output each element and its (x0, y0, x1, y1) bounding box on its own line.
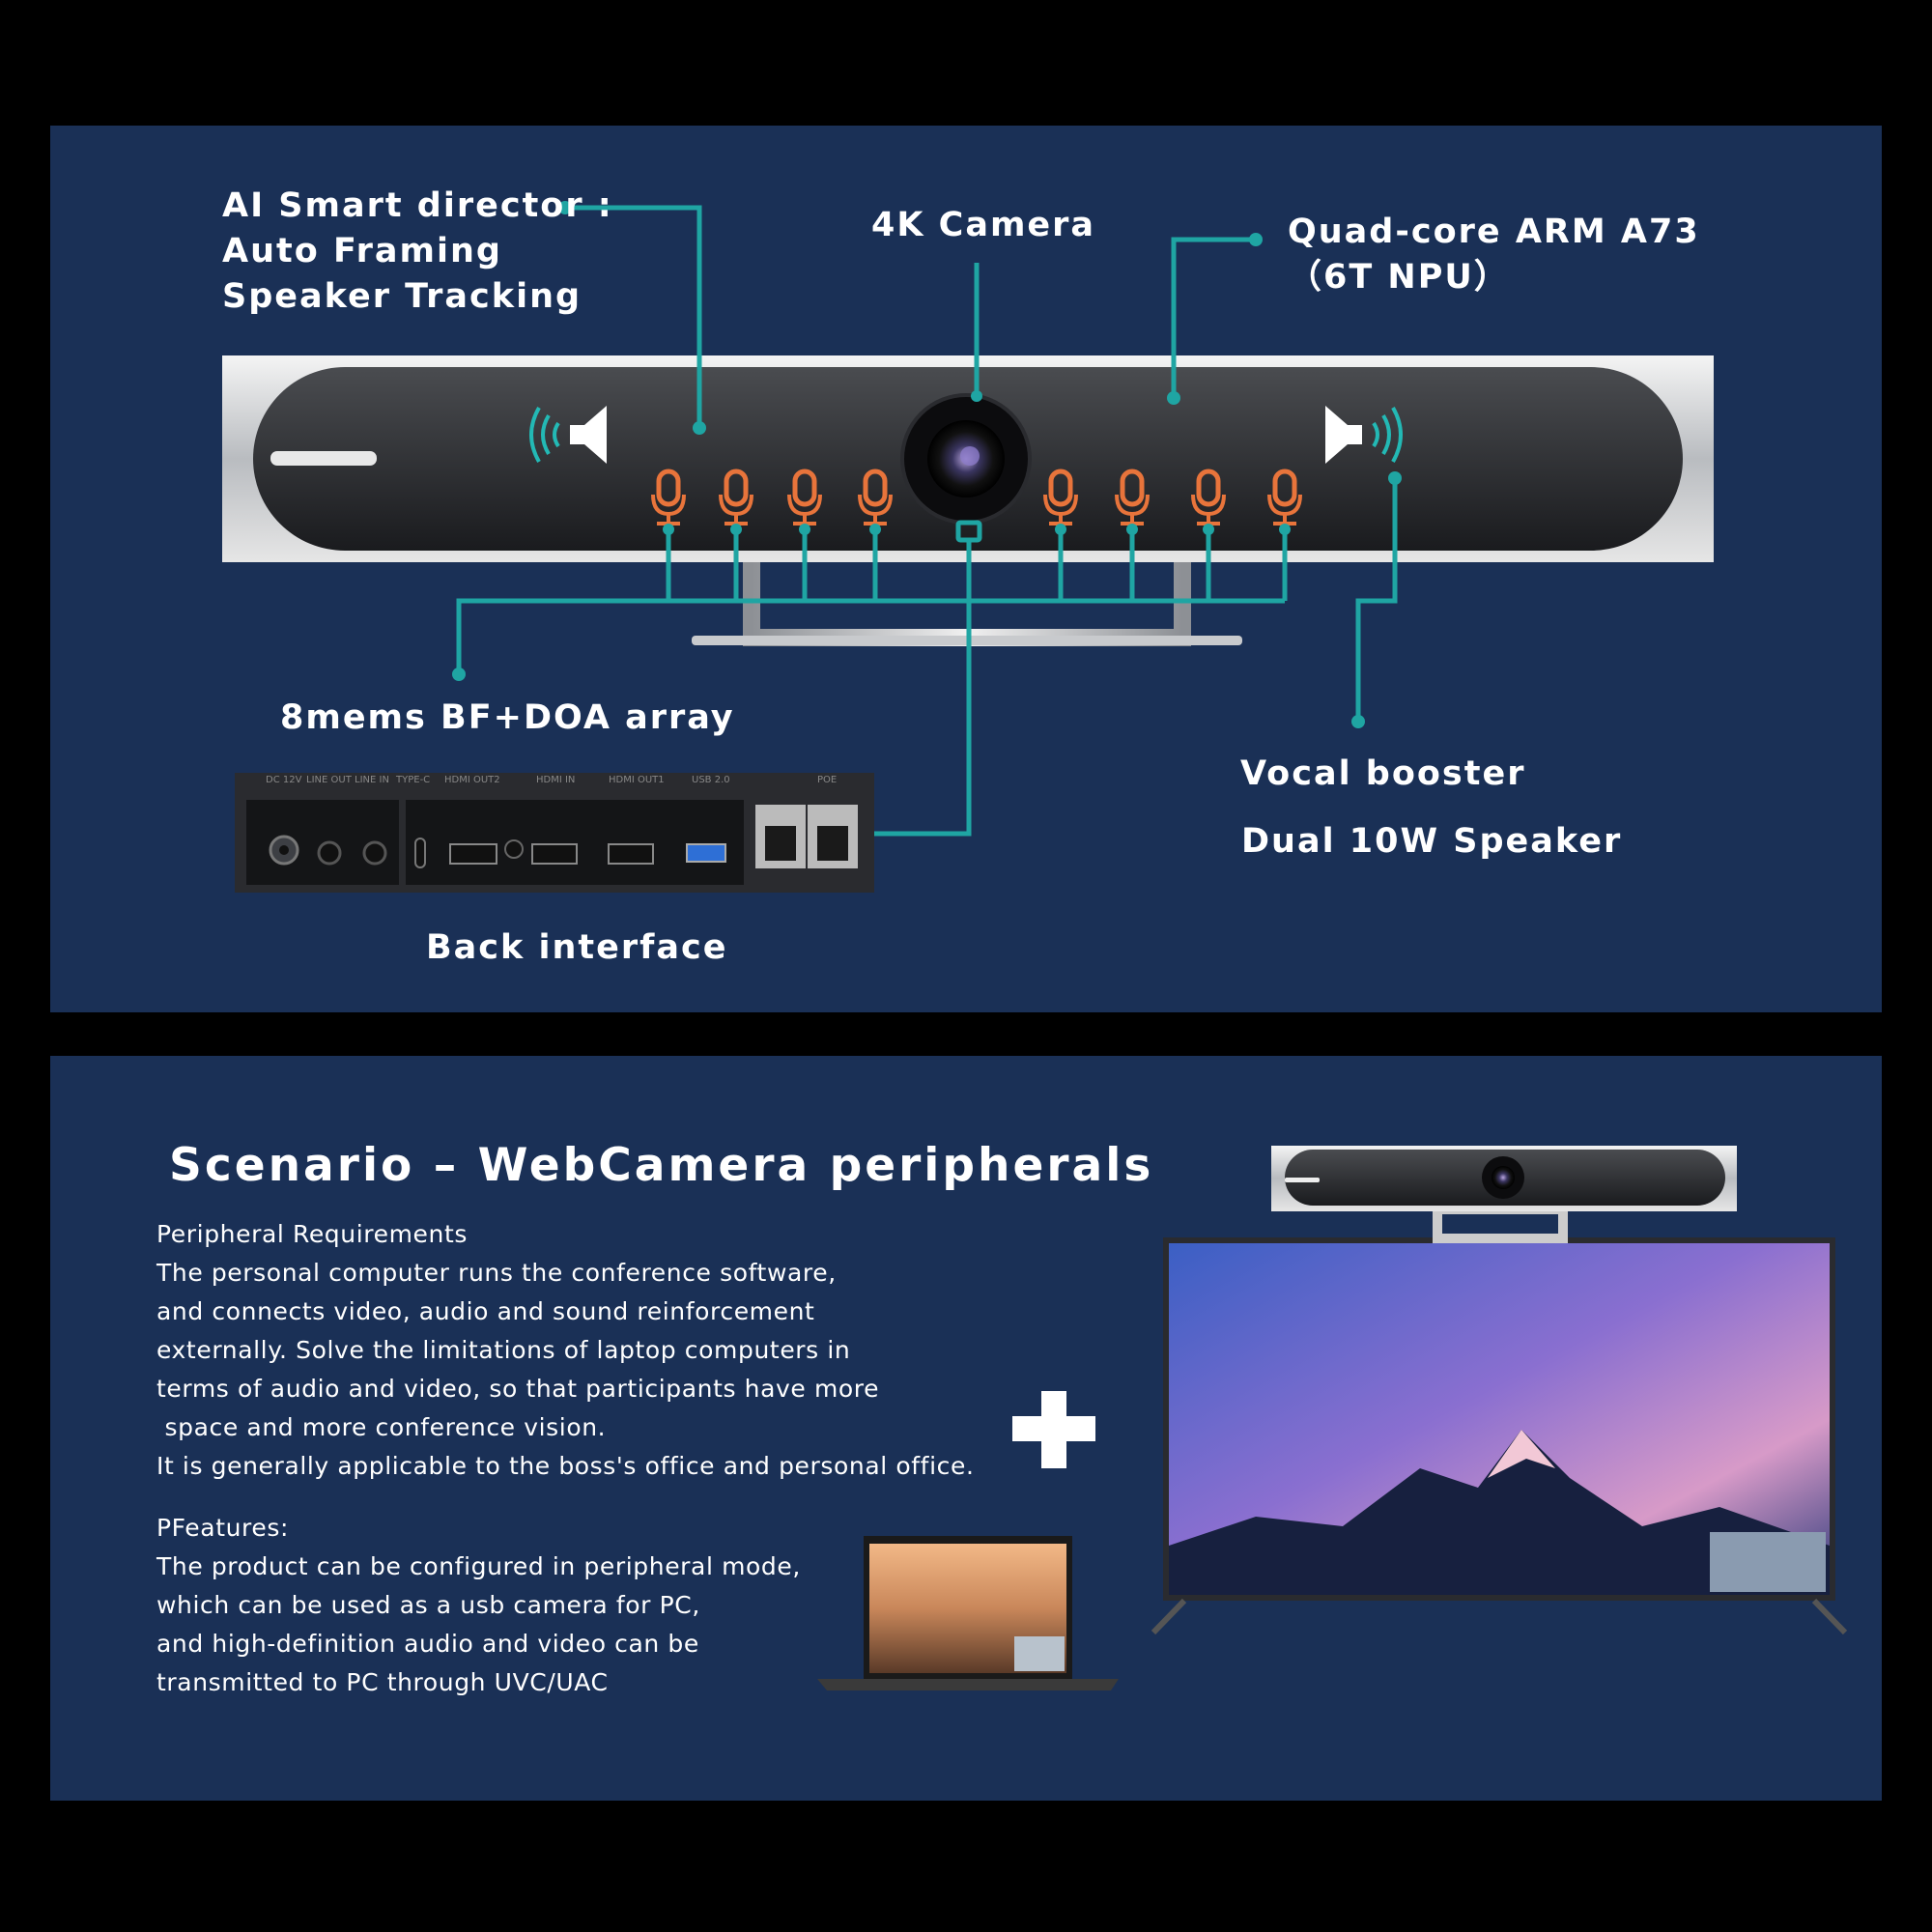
requirements-line: The personal computer runs the conferenc… (156, 1259, 837, 1287)
ai-director-label: AI Smart director : Auto Framing Speaker… (222, 184, 613, 320)
laptop (817, 1536, 1119, 1690)
requirements-text: Peripheral Requirements The personal com… (156, 1215, 975, 1486)
features-line: transmitted to PC through UVC/UAC (156, 1668, 609, 1696)
requirements-line: It is generally applicable to the boss's… (156, 1452, 975, 1480)
callout-lines (456, 205, 1398, 837)
requirements-line: and connects video, audio and sound rein… (156, 1297, 815, 1325)
port-label: DC 12V (266, 775, 302, 785)
port-label: TYPE-C (396, 775, 431, 785)
speaker-tracking-text: Speaker Tracking (222, 277, 582, 316)
port-label: USB 2.0 (692, 775, 730, 785)
port-labels: DC 12V LINE OUT LINE IN TYPE-C HDMI OUT2… (266, 775, 865, 790)
soundbar-device (222, 355, 1714, 562)
cpu-title: Quad-core ARM A73 (1288, 213, 1700, 251)
requirements-line: externally. Solve the limitations of lap… (156, 1336, 851, 1364)
port-label: POE (817, 775, 838, 785)
back-interface-label: Back interface (426, 928, 728, 967)
auto-framing-text: Auto Framing (222, 232, 502, 270)
camera-label: 4K Camera (871, 206, 1096, 244)
tv-display (1151, 1237, 1848, 1635)
features-line: which can be used as a usb camera for PC… (156, 1591, 700, 1619)
port-label: LINE IN (355, 775, 389, 785)
speaker-left-icon (529, 406, 607, 464)
port-label: HDMI OUT1 (609, 775, 665, 785)
plus-icon (1012, 1391, 1095, 1468)
port-label: HDMI OUT2 (444, 775, 500, 785)
requirements-heading: Peripheral Requirements (156, 1220, 468, 1248)
port-label: HDMI IN (536, 775, 576, 785)
port-label: LINE OUT (306, 775, 352, 785)
small-soundbar-device (1271, 1146, 1737, 1243)
cpu-label: Quad-core ARM A73 （6T NPU） (1288, 210, 1700, 300)
requirements-line: space and more conference vision. (156, 1413, 607, 1441)
features-heading: PFeatures: (156, 1514, 289, 1542)
vocal-booster-label: Vocal booster (1240, 754, 1526, 793)
callout-dots (452, 201, 1402, 728)
speaker-right-icon (1325, 406, 1403, 464)
features-text: PFeatures: The product can be configured… (156, 1509, 801, 1702)
ai-director-title: AI Smart director : (222, 186, 613, 225)
scenario-title: Scenario – WebCamera peripherals (169, 1139, 1154, 1192)
features-line: and high-definition audio and video can … (156, 1630, 699, 1658)
npu-text: （6T NPU） (1288, 258, 1510, 297)
mic-array-label: 8mems BF+DOA array (280, 698, 735, 737)
back-interface-image (235, 773, 874, 893)
speaker-label: Dual 10W Speaker (1241, 822, 1623, 861)
features-line: The product can be configured in periphe… (156, 1552, 801, 1580)
requirements-line: terms of audio and video, so that partic… (156, 1375, 880, 1403)
